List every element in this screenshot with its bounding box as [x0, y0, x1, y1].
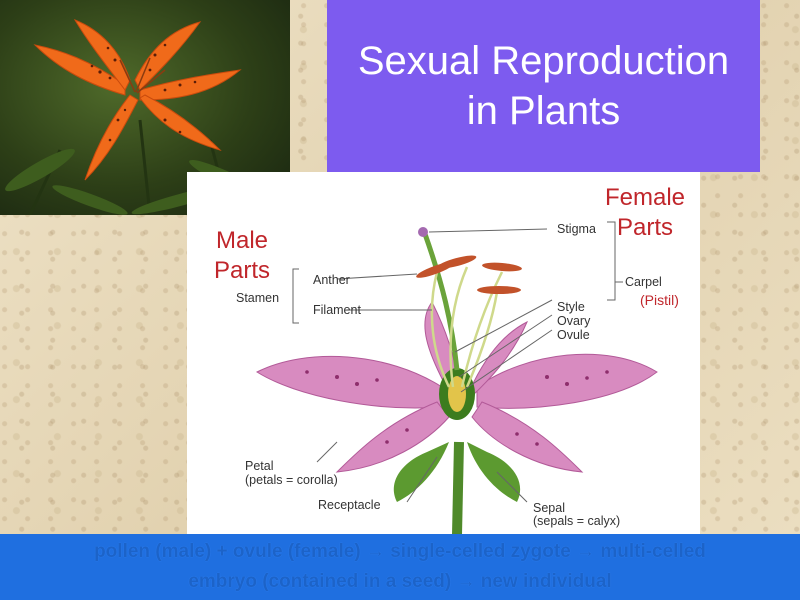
pistil-label: (Pistil)	[640, 292, 679, 308]
female-parts-line1: Female	[590, 183, 700, 213]
summary-line2: embryo (contained in a seed) → new indiv…	[188, 567, 611, 597]
petal-label: Petal	[245, 459, 274, 473]
summary-footer: pollen (male) + ovule (female) → single-…	[0, 534, 800, 600]
sepal-sublabel: (sepals = calyx)	[533, 514, 620, 528]
filament-label: Filament	[313, 303, 361, 317]
receptacle-label: Receptacle	[318, 498, 381, 512]
ovule-label: Ovule	[557, 328, 590, 342]
ovary-label: Ovary	[557, 314, 590, 328]
slide-title-line2: in Plants	[467, 86, 620, 136]
female-parts-label: Female Parts	[590, 183, 700, 243]
male-parts-label: Male Parts	[214, 226, 270, 286]
sepal-label: Sepal	[533, 501, 565, 515]
male-parts-line1: Male	[214, 226, 270, 256]
summary-line1: pollen (male) + ovule (female) → single-…	[94, 537, 706, 567]
anther-label: Anther	[313, 273, 350, 287]
style-label: Style	[557, 300, 585, 314]
carpel-label: Carpel	[625, 275, 662, 289]
slide-title-box: Sexual Reproduction in Plants	[327, 0, 760, 172]
stamen-label: Stamen	[236, 291, 279, 305]
petal-sublabel: (petals = corolla)	[245, 473, 338, 487]
female-parts-line2: Parts	[590, 213, 700, 243]
male-parts-line2: Parts	[214, 256, 270, 286]
slide-title-line1: Sexual Reproduction	[358, 36, 729, 86]
